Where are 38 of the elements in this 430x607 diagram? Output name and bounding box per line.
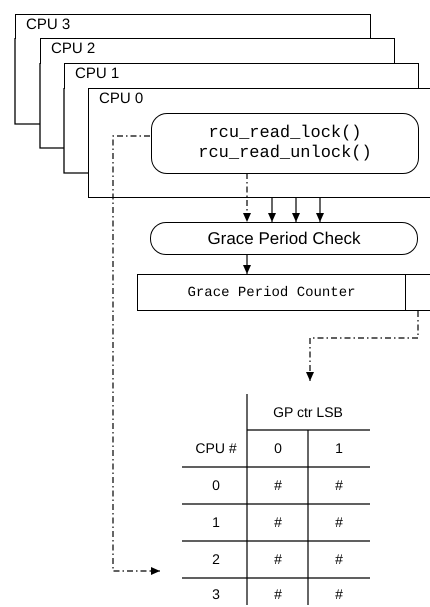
code-text: rcu_read_unlock() [198, 144, 372, 164]
table-text: # [335, 514, 343, 530]
cpu-panel [15, 14, 371, 39]
cpu-label: CPU 0 [99, 90, 144, 107]
arrow [292, 198, 300, 222]
table-text: CPU # [195, 440, 237, 456]
process-box [150, 222, 418, 255]
code-block [151, 113, 419, 174]
cpu-label: CPU 3 [26, 16, 70, 33]
counter-box [137, 274, 406, 311]
arrow [306, 311, 419, 381]
table-text: # [274, 477, 282, 493]
table-text: 1 [212, 514, 220, 530]
table-text: 1 [335, 440, 343, 456]
table-text: 3 [212, 586, 220, 602]
cpu-panel [88, 88, 430, 198]
code-text: rcu_read_lock() [208, 124, 362, 144]
cpu-label: CPU 1 [75, 65, 120, 82]
cpu-label: CPU 2 [51, 40, 96, 57]
arrow [268, 198, 276, 222]
table-text: 2 [212, 551, 220, 567]
table-text: # [335, 551, 343, 567]
table-text: # [335, 477, 343, 493]
counter-label: Grace Period Counter [187, 284, 356, 300]
table-text: 0 [212, 477, 220, 493]
table-text: 0 [274, 440, 282, 456]
cpu-panel [40, 38, 395, 64]
table-text: # [274, 586, 282, 602]
column-header: GP ctr LSB [273, 404, 343, 420]
table-text: # [274, 551, 282, 567]
table-text: # [274, 514, 282, 530]
arrow [243, 255, 251, 274]
arrow [243, 173, 251, 222]
arrow [316, 198, 324, 222]
table-text: # [335, 586, 343, 602]
cpu-panel [64, 63, 419, 89]
arrow [112, 135, 160, 575]
process-label: Grace Period Check [207, 228, 361, 248]
